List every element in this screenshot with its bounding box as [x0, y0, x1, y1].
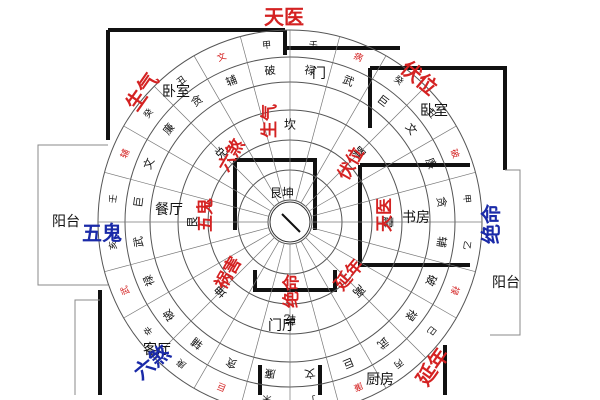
spoke-line	[104, 171, 269, 217]
mid-label-7: 破	[423, 273, 440, 289]
inner-star-5: 绝命	[281, 273, 302, 308]
outer-stem-16: 武	[118, 284, 133, 297]
star-fuwei: 伏位	[396, 56, 442, 100]
room-bedroom-right: 卧室	[420, 102, 448, 119]
outer-stem-15: 辛	[141, 323, 156, 337]
room-living: 客厅	[143, 341, 171, 358]
outer-stem-6: 乙	[460, 240, 472, 250]
room-study: 书房	[402, 210, 430, 226]
spoke-line	[193, 240, 280, 389]
spoke-line	[308, 232, 457, 319]
mid-label-15: 破	[160, 307, 178, 324]
star-tianyi: 天医	[264, 5, 304, 29]
spoke-line	[123, 125, 272, 212]
mid-label-18: 巨	[132, 196, 146, 209]
outer-stem-23: 甲	[262, 39, 272, 51]
room-balcony-right: 阳台	[492, 275, 520, 291]
mid-label-16: 禄	[140, 273, 157, 289]
mid-label-19: 文	[140, 156, 157, 172]
star-yannian: 延年	[411, 343, 454, 390]
outer-stem-7: 禄	[448, 284, 463, 297]
compass-spokes	[98, 30, 482, 400]
mid-label-14: 辅	[188, 334, 205, 352]
room-restaurant: 餐厅	[155, 202, 183, 218]
star-wugui: 五鬼	[82, 221, 122, 245]
inner-star-3: 天医	[375, 198, 395, 232]
mid-label-5: 贪	[434, 196, 449, 209]
outer-stem-1: 病	[352, 50, 365, 65]
spoke-line	[153, 85, 275, 207]
outer-stem-5: 甲	[460, 194, 472, 204]
star-jueming: 绝命	[479, 203, 503, 244]
outer-stem-22: 文	[215, 50, 228, 65]
mid-label-3: 文	[402, 120, 420, 137]
spoke-line	[300, 55, 387, 204]
spoke-line	[123, 232, 272, 319]
mid-label-9: 武	[375, 334, 392, 351]
spoke-line	[295, 36, 341, 201]
room-kitchen: 厨房	[366, 372, 394, 388]
mid-label-12: 廉	[264, 366, 277, 381]
mid-label-13: 贪	[224, 355, 240, 372]
spoke-line	[153, 237, 275, 359]
spoke-line	[104, 227, 269, 273]
outer-stem-9: 丙	[391, 356, 405, 370]
compass-center: 艮坤	[269, 185, 311, 243]
outer-stem-13: 巨	[216, 380, 229, 394]
inner-star-1: 生气	[259, 104, 280, 138]
room-balcony-left: 阳台	[52, 214, 80, 230]
inner-char-0: 坎	[284, 118, 296, 132]
inner-char-2: 震	[381, 216, 395, 228]
mid-label-20: 廉	[160, 120, 178, 137]
mid-label-6: 辅	[434, 236, 449, 249]
mid-label-1: 武	[341, 73, 356, 89]
mid-label-10: 巨	[341, 355, 356, 371]
inner-star-6: 祸害	[211, 253, 246, 293]
mid-label-22: 辅	[224, 72, 240, 89]
spoke-line	[193, 55, 280, 204]
mid-label-11: 文	[304, 366, 317, 381]
center-label: 艮坤	[270, 185, 294, 200]
mid-label-2: 巨	[375, 93, 392, 110]
inner-star-7: 五鬼	[195, 198, 216, 232]
mid-label-8: 禄	[402, 307, 420, 324]
outer-stem-17: 亥	[106, 240, 119, 251]
mid-label-21: 贪	[188, 92, 205, 110]
spoke-line	[241, 243, 285, 400]
mid-label-23: 破	[264, 63, 277, 78]
outer-stem-11: 丁	[308, 392, 318, 400]
spoke-line	[300, 240, 387, 389]
inner-char-4: 乾	[284, 313, 296, 327]
mid-label-4: 廉	[423, 156, 440, 172]
outer-stem-14: 庚	[174, 356, 188, 371]
star-shengqi: 生气	[121, 68, 164, 115]
room-gate: 门	[312, 66, 326, 82]
balcony-outlines	[37, 144, 521, 395]
outer-stem-8: 巳	[424, 323, 438, 337]
spoke-line	[311, 227, 476, 273]
outer-stem-19: 辅	[118, 147, 133, 160]
room-bedroom-left: 卧室	[162, 83, 190, 100]
outer-stem-18: 壬	[107, 194, 119, 204]
spoke-line	[239, 36, 285, 201]
inner-char-6: 艮	[186, 216, 200, 228]
outer-stem-12: 未	[261, 392, 272, 400]
mid-label-0: 禄	[304, 63, 317, 78]
spoke-line	[308, 125, 457, 212]
spoke-line	[305, 237, 427, 359]
outer-stem-4: 破	[448, 147, 463, 160]
mid-label-17: 武	[132, 236, 146, 249]
spoke-line	[305, 85, 427, 207]
room-entrance: 门厅	[268, 318, 296, 334]
outer-stem-0: 壬	[308, 39, 318, 51]
outer-stem-10: 廉	[352, 380, 365, 395]
spoke-line	[311, 171, 476, 217]
spoke-line	[295, 243, 339, 400]
